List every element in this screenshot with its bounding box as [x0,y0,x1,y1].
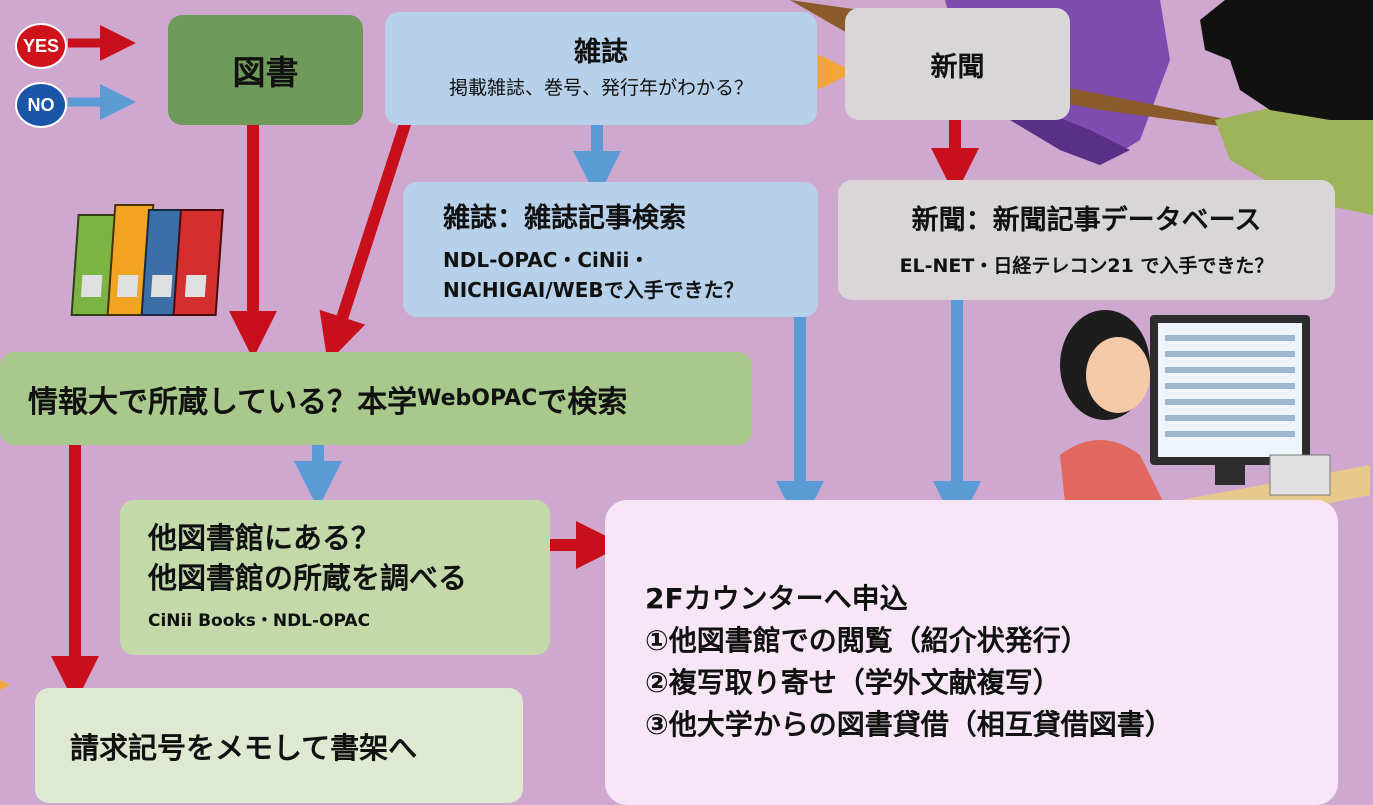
zasshi-search-line2: NICHIGAI/WEBで入手できた？ [443,278,744,302]
other-library-line2: 他図書館の所蔵を調べる [148,561,468,595]
other-library-sub: CiNii Books・NDL-OPAC [148,611,371,631]
zasshi-node: 雑誌 掲載雑誌、巻号、発行年がわかる？ [385,12,817,125]
shinbun-search-node: 新聞：新聞記事データベース EL-NET・日経テレコン21 で入手できた？ [838,180,1335,300]
counter-item-1: ①他図書館での閲覧（紹介状発行） [645,624,1089,657]
counter-node: 2Fカウンターへ申込 ①他図書館での閲覧（紹介状発行） ②複写取り寄せ（学外文献… [605,500,1338,805]
zasshi-search-title: 雑誌：雑誌記事検索 [443,203,686,234]
other-library-line1: 他図書館にある？ [148,521,381,555]
zasshi-search-line1: NDL-OPAC・CiNii・ [443,248,650,272]
zasshi-question: 掲載雑誌、巻号、発行年がわかる？ [448,77,753,99]
zasshi-search-node: 雑誌：雑誌記事検索 NDL-OPAC・CiNii・ NICHIGAI/WEBで入… [403,182,818,317]
campus-search-main: 情報大で所蔵している？本学 [28,384,418,420]
counter-item-2: ②複写取り寄せ（学外文献複写） [645,666,1061,699]
zasshi-title: 雑誌 [574,37,628,68]
call-number-label: 請求記号をメモして書架へ [70,730,418,765]
campus-search-small: WebOPAC [417,386,538,411]
campus-search-end: で検索 [537,384,628,420]
legend-yes-badge: YES [15,23,67,69]
counter-item-3: ③他大学からの図書貸借（相互貸借図書） [645,708,1173,741]
counter-title: 2Fカウンターへ申込 [645,582,908,615]
books-icon [70,204,225,316]
other-library-node: 他図書館にある？ 他図書館の所蔵を調べる CiNii Books・NDL-OPA… [120,500,550,655]
shinbun-node: 新聞 [845,8,1070,120]
call-number-node: 請求記号をメモして書架へ [35,688,523,803]
campus-search-node: 情報大で所蔵している？本学 WebOPAC で検索 [0,352,752,445]
shinbun-search-title: 新聞：新聞記事データベース [911,205,1262,236]
tosho-node: 図書 [168,15,363,125]
tosho-label: 図書 [232,53,299,92]
shinbun-search-sub: EL-NET・日経テレコン21 で入手できた？ [899,255,1274,277]
shinbun-label: 新聞 [930,51,985,83]
legend-no-badge: NO [15,82,67,128]
